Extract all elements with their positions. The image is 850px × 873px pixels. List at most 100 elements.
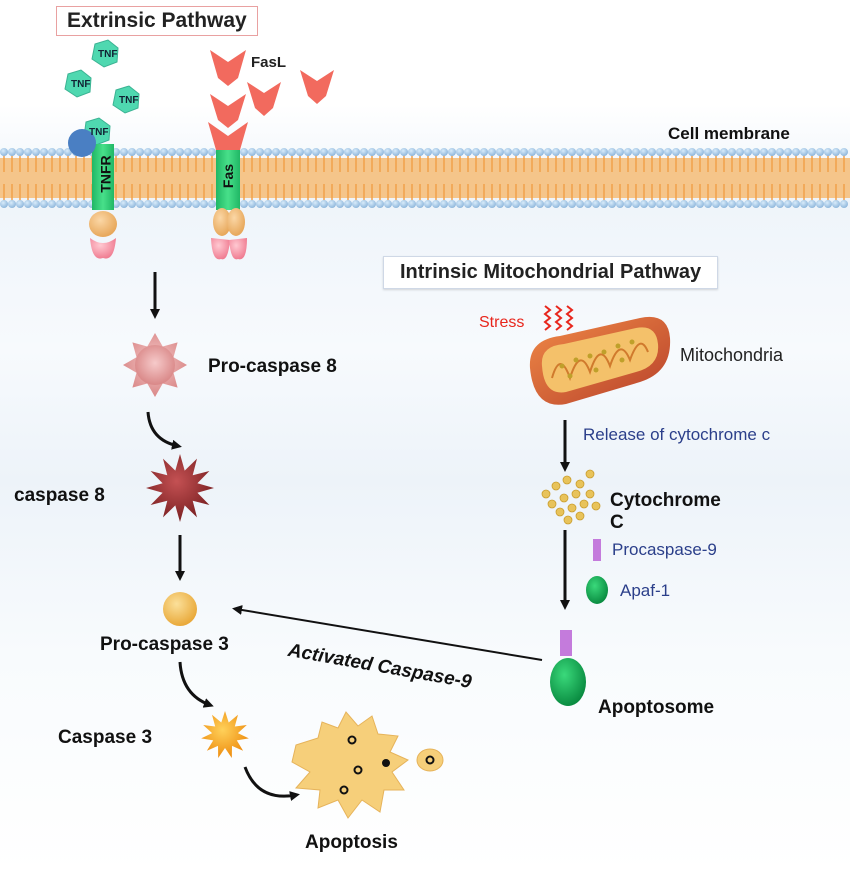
- lipid-head: [600, 200, 608, 208]
- lipid-head: [552, 148, 560, 156]
- lipid-head: [512, 200, 520, 208]
- lipid-head: [600, 148, 608, 156]
- lipid-head: [368, 148, 376, 156]
- lipid-head: [488, 200, 496, 208]
- lipid-head: [624, 200, 632, 208]
- lipid-head: [264, 148, 272, 156]
- lipid-head: [320, 200, 328, 208]
- lipid-head: [544, 148, 552, 156]
- arrow-caspase3-to-apoptosis: [243, 766, 300, 802]
- arrow-activated-caspase9: [232, 605, 543, 661]
- fasl-ligand: [300, 70, 334, 104]
- lipid-head: [328, 200, 336, 208]
- lipid-head: [464, 200, 472, 208]
- lipid-head: [360, 200, 368, 208]
- caspase3-shape: [201, 711, 249, 758]
- lipid-head: [488, 148, 496, 156]
- lipid-head: [720, 200, 728, 208]
- extrinsic-pathway-title: Extrinsic Pathway: [56, 6, 258, 36]
- apoptotic-cell: [291, 711, 444, 819]
- lipid-head: [592, 200, 600, 208]
- cytochrome-label-c: C: [610, 512, 624, 533]
- lipid-head: [120, 148, 128, 156]
- lipid-head: [440, 148, 448, 156]
- lipid-head: [312, 148, 320, 156]
- stress-label: Stress: [479, 314, 525, 331]
- lipid-head: [512, 148, 520, 156]
- lipid-head: [408, 148, 416, 156]
- lipid-head: [360, 148, 368, 156]
- procaspase3-shape: [163, 592, 197, 626]
- lipid-head: [760, 148, 768, 156]
- lipid-head: [736, 200, 744, 208]
- lipid-head: [264, 200, 272, 208]
- lipid-head: [480, 148, 488, 156]
- lipid-head: [648, 148, 656, 156]
- fasl-ligand: [210, 50, 246, 86]
- lipid-head: [616, 148, 624, 156]
- lipid-head: [576, 200, 584, 208]
- lipid-head: [480, 200, 488, 208]
- lipid-head: [584, 200, 592, 208]
- caspase8-label: caspase 8: [14, 485, 105, 506]
- lipid-head: [656, 200, 664, 208]
- lipid-head: [240, 148, 248, 156]
- lipid-head: [696, 148, 704, 156]
- lipid-head: [456, 200, 464, 208]
- lipid-head: [352, 200, 360, 208]
- lipid-head: [776, 200, 784, 208]
- lipid-head: [0, 200, 8, 208]
- lipid-head: [136, 200, 144, 208]
- lipid-head: [0, 148, 8, 156]
- lipid-head: [536, 148, 544, 156]
- lipid-head: [536, 200, 544, 208]
- lipid-head: [280, 148, 288, 156]
- lipid-head: [144, 148, 152, 156]
- lipid-head: [176, 200, 184, 208]
- lipid-head: [664, 148, 672, 156]
- lipid-head: [760, 200, 768, 208]
- lipid-head: [80, 200, 88, 208]
- lipid-head: [48, 148, 56, 156]
- lipid-head: [800, 200, 808, 208]
- procaspase8-shape: [123, 333, 187, 397]
- lipid-head: [672, 148, 680, 156]
- lipid-head: [768, 148, 776, 156]
- lipid-head: [520, 148, 528, 156]
- lipid-head: [544, 200, 552, 208]
- lipid-head: [784, 200, 792, 208]
- lipid-head: [272, 148, 280, 156]
- lipid-head: [528, 200, 536, 208]
- lipid-head: [344, 200, 352, 208]
- lipid-head: [504, 200, 512, 208]
- lipid-head: [416, 148, 424, 156]
- lipid-head: [160, 200, 168, 208]
- lipid-head: [200, 200, 208, 208]
- tnf-ligand: [112, 85, 140, 114]
- lipid-head: [768, 200, 776, 208]
- lipid-bilayer: [0, 148, 850, 208]
- lipid-head: [200, 148, 208, 156]
- tnfr-receptor: [68, 129, 117, 259]
- lipid-head: [8, 148, 16, 156]
- lipid-head: [752, 148, 760, 156]
- lipid-head: [808, 148, 816, 156]
- lipid-head: [336, 200, 344, 208]
- lipid-head: [56, 200, 64, 208]
- lipid-head: [784, 148, 792, 156]
- lipid-head: [152, 148, 160, 156]
- lipid-head: [496, 148, 504, 156]
- lipid-head: [40, 200, 48, 208]
- lipid-head: [40, 148, 48, 156]
- membrane-core: [0, 158, 850, 198]
- lipid-head: [640, 200, 648, 208]
- tnfr-label: TNFR: [97, 155, 114, 193]
- lipid-head: [192, 200, 200, 208]
- lipid-head: [16, 200, 24, 208]
- lipid-head: [424, 200, 432, 208]
- lipid-head: [504, 148, 512, 156]
- lipid-head: [384, 148, 392, 156]
- lipid-head: [448, 148, 456, 156]
- cytochrome-c-cluster: [541, 469, 601, 525]
- lipid-head: [464, 148, 472, 156]
